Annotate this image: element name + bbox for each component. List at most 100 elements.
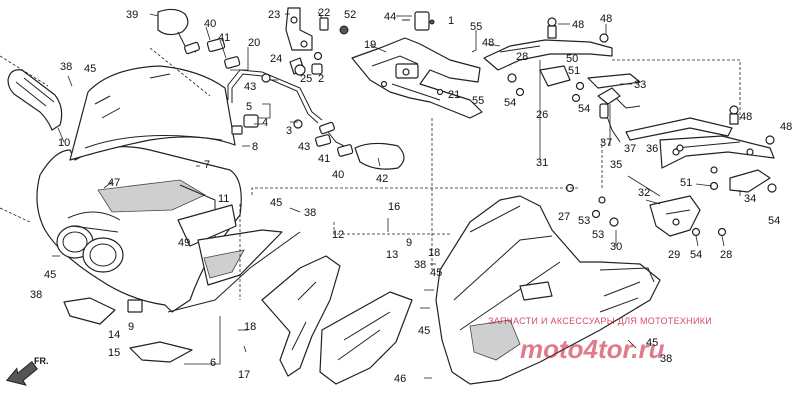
- callout-c6: 6: [210, 357, 216, 369]
- callout-c45f: 45: [646, 337, 658, 349]
- callout-c12: 12: [332, 229, 344, 241]
- callout-c30: 30: [610, 241, 622, 253]
- watermark-caption: ЗАПЧАСТИ И АКСЕССУАРЫ ДЛЯ МОТОТЕХНИКИ: [488, 316, 712, 326]
- callout-c41b: 41: [318, 153, 330, 165]
- left-mirror: [157, 8, 200, 55]
- windscreen: [69, 65, 236, 161]
- callout-c38e: 38: [660, 353, 672, 365]
- callout-c46: 46: [394, 373, 406, 385]
- front-direction-arrow: FR.: [5, 356, 49, 386]
- top-fasteners: [319, 17, 349, 35]
- callout-c7: 7: [204, 159, 210, 171]
- callout-c17: 17: [238, 369, 250, 381]
- callout-c18b: 18: [244, 321, 256, 333]
- right-fasteners: [507, 17, 777, 237]
- callout-c54c: 54: [768, 215, 780, 227]
- callout-c53b: 53: [592, 229, 604, 241]
- grommet-group: [289, 51, 323, 76]
- callout-c42: 42: [376, 173, 388, 185]
- callout-c8: 8: [252, 141, 258, 153]
- callout-c10: 10: [58, 137, 70, 149]
- callout-c19: 19: [364, 39, 376, 51]
- callout-c41a: 41: [218, 32, 230, 44]
- callout-c37a: 37: [600, 137, 612, 149]
- callout-c54a: 54: [504, 97, 516, 109]
- callout-c51b: 51: [680, 177, 692, 189]
- callout-c50: 50: [566, 53, 578, 65]
- upper-stay-frame: [351, 37, 483, 119]
- callout-c22: 22: [318, 7, 330, 19]
- windscreen-trim: [7, 69, 63, 131]
- callout-c28b: 28: [720, 249, 732, 261]
- callout-c45d: 45: [44, 269, 56, 281]
- side-stay-33: [483, 39, 641, 109]
- callout-c37b: 37: [624, 143, 636, 155]
- upper-cowl: [36, 146, 301, 313]
- lower-cowl: [435, 195, 661, 385]
- callout-c52: 52: [344, 9, 356, 21]
- callout-c23: 23: [268, 9, 280, 21]
- cowl-stay-bracket: [227, 69, 323, 135]
- callout-c2: 2: [318, 73, 324, 85]
- lower-stay-32: [659, 135, 775, 169]
- callout-c31: 31: [536, 157, 548, 169]
- callout-c1: 1: [448, 15, 454, 27]
- callout-c45b: 45: [270, 197, 282, 209]
- callout-c51a: 51: [568, 65, 580, 77]
- callout-c5: 5: [246, 101, 252, 113]
- callout-c4: 4: [262, 117, 268, 129]
- callout-c20: 20: [248, 37, 260, 49]
- callout-c48b: 48: [600, 13, 612, 25]
- callout-c21: 21: [448, 89, 460, 101]
- callout-c48a: 48: [572, 19, 584, 31]
- callout-c16: 16: [388, 201, 400, 213]
- callout-c27: 27: [558, 211, 570, 223]
- callout-c26: 26: [536, 109, 548, 121]
- callout-c33: 33: [634, 79, 646, 91]
- callout-c3: 3: [286, 125, 292, 137]
- callout-c29: 29: [668, 249, 680, 261]
- meter-bracket-23: [285, 7, 313, 51]
- part-1-clip: [402, 11, 435, 31]
- callout-c34: 34: [744, 193, 756, 205]
- callout-c47: 47: [108, 177, 120, 189]
- callout-c40a: 40: [204, 18, 216, 30]
- bracket-29-34: [649, 169, 771, 237]
- callout-c53a: 53: [578, 215, 590, 227]
- stay-rods: [599, 103, 733, 143]
- small-trim-pieces: [63, 297, 193, 363]
- callout-c28a: 28: [516, 51, 528, 63]
- callout-c55a: 55: [470, 21, 482, 33]
- callout-c36: 36: [646, 143, 658, 155]
- callout-c48e: 48: [780, 121, 792, 133]
- callout-c38a: 38: [60, 61, 72, 73]
- right-mirror: [319, 121, 405, 170]
- callout-c25: 25: [300, 73, 312, 85]
- watermark: ЗАПЧАСТИ И АКСЕССУАРЫ ДЛЯ МОТОТЕХНИКИ mo…: [488, 316, 712, 364]
- watermark-brand: moto4tor.ru: [520, 334, 665, 364]
- callout-c32: 32: [638, 187, 650, 199]
- callout-c45e: 45: [418, 325, 430, 337]
- callout-c45a: 45: [84, 63, 96, 75]
- leader-lines: [0, 11, 741, 379]
- callout-c44: 44: [384, 11, 396, 23]
- callout-c13: 13: [386, 249, 398, 261]
- callout-c54b: 54: [578, 103, 590, 115]
- callout-c39: 39: [126, 9, 138, 21]
- callout-c24: 24: [270, 53, 282, 65]
- callout-c18a: 18: [428, 247, 440, 259]
- inner-panel-13: [319, 291, 413, 385]
- callout-c49: 49: [178, 237, 190, 249]
- callout-c43a: 43: [244, 81, 256, 93]
- callout-c38d: 38: [30, 289, 42, 301]
- callout-c11: 11: [218, 193, 229, 205]
- callout-c54d: 54: [690, 249, 702, 261]
- callout-c43b: 43: [298, 141, 310, 153]
- callout-c38b: 38: [304, 207, 316, 219]
- callout-c48c: 48: [482, 37, 494, 49]
- callout-c40b: 40: [332, 169, 344, 181]
- inner-cowl-panel: [177, 204, 283, 286]
- callout-c45c: 45: [430, 267, 442, 279]
- front-arrow-label: FR.: [34, 356, 49, 366]
